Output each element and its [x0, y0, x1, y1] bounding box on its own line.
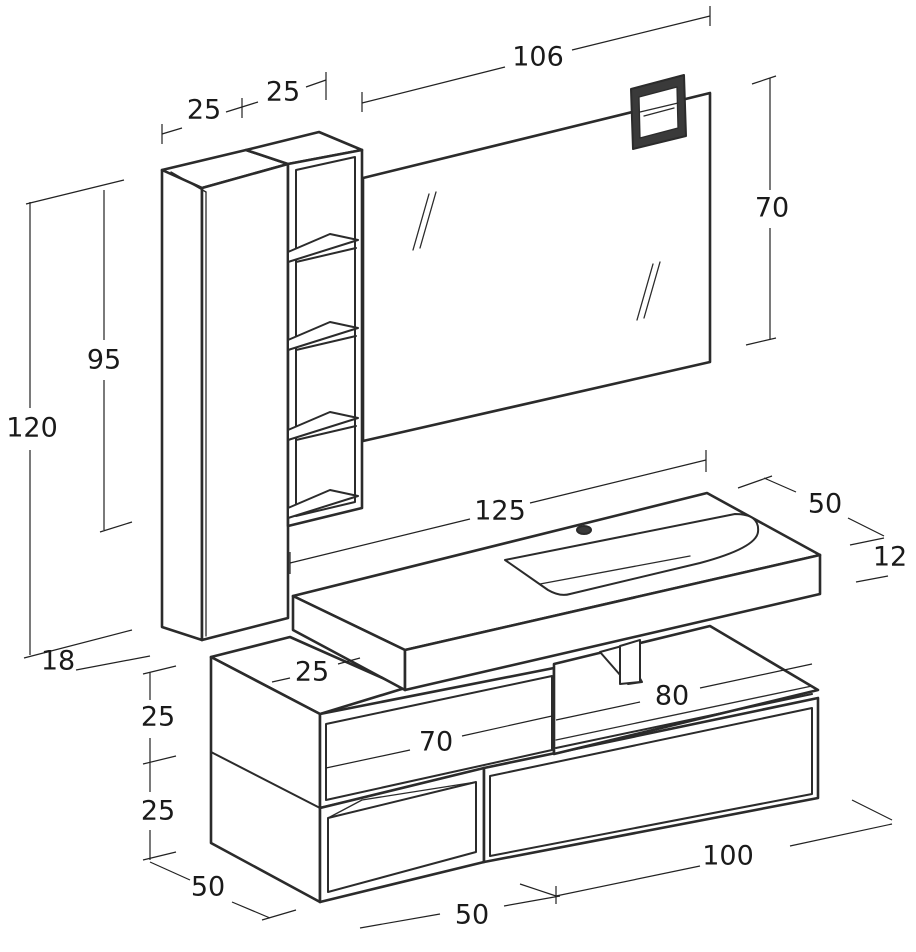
label-drawer-width-right: 80 — [655, 681, 689, 712]
label-top-thickness: 12 — [873, 542, 907, 573]
label-mirror-height: 70 — [755, 193, 789, 224]
label-top-width: 125 — [474, 496, 526, 527]
label-column-depth: 18 — [41, 646, 75, 677]
label-top-depth: 50 — [808, 489, 842, 520]
label-column-height-total: 120 — [6, 413, 58, 444]
label-column-height: 95 — [87, 345, 121, 376]
lamp — [630, 74, 687, 150]
label-base-width-left: 50 — [455, 900, 489, 931]
base-cabinet — [209, 624, 820, 904]
open-shelf-column — [244, 130, 364, 528]
label-mirror-width: 106 — [512, 42, 564, 73]
label-base-depth: 50 — [191, 872, 225, 903]
label-drawer-width-upper: 70 — [419, 727, 453, 758]
label-base-height-top: 25 — [141, 702, 175, 733]
tall-cabinet — [160, 148, 290, 642]
washbasin-top — [291, 491, 822, 692]
dimension-lines — [23, 6, 893, 929]
label-column-width-b: 25 — [266, 77, 300, 108]
dimension-labels: 106 25 25 70 95 120 18 125 50 12 25 70 8… — [6, 42, 907, 931]
label-shelf-depth: 25 — [295, 657, 329, 688]
label-base-width-right: 100 — [702, 841, 754, 872]
mirror — [361, 91, 712, 443]
label-column-width-a: 25 — [187, 95, 221, 126]
label-base-height-bottom: 25 — [141, 796, 175, 827]
